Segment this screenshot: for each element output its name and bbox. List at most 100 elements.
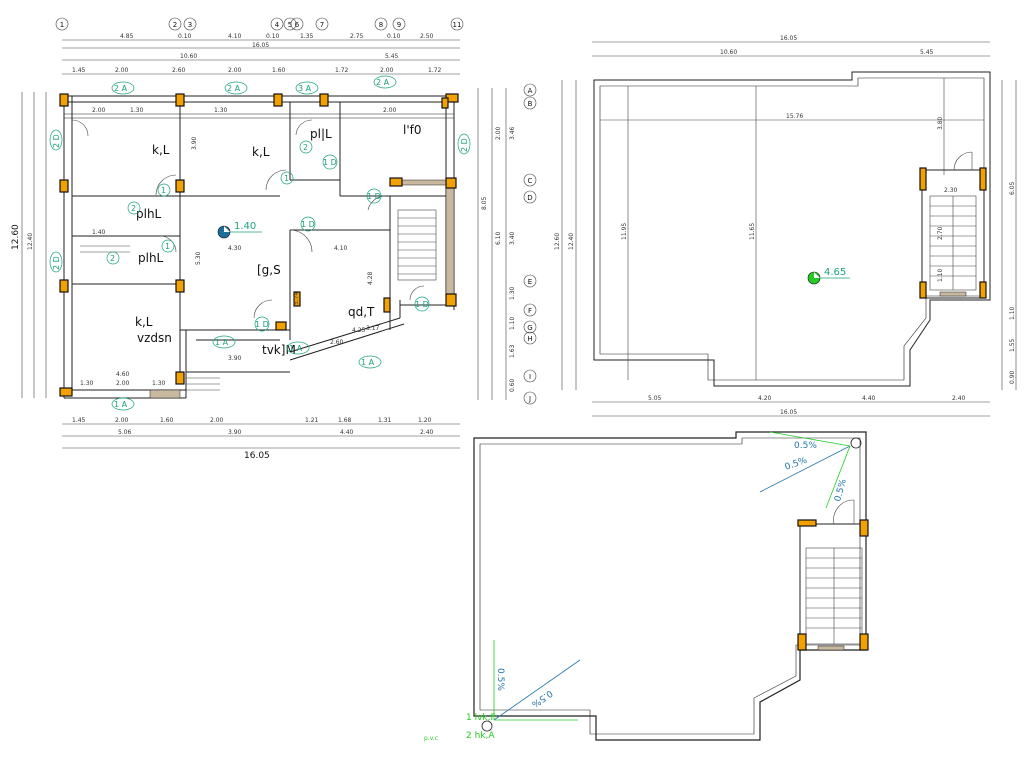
bottom-dimension-lines: 1.45 2.00 1.60 2.00 1.21 1.68 1.31 1.20 … bbox=[62, 417, 460, 461]
grid-column-bubbles: 1 2 3 4 5 6 7 8 9 11 bbox=[55, 17, 464, 31]
inner-dim-11: 5.74 bbox=[293, 291, 300, 305]
slope-label-2: 0.5% bbox=[784, 455, 809, 472]
dim-top-1: 4.85 bbox=[120, 33, 134, 40]
pipe-label-2: 2 hk,A bbox=[466, 731, 495, 741]
inner-dim-6: 3.90 bbox=[191, 136, 198, 150]
tag-6: 1 A bbox=[215, 338, 229, 347]
room-label-3: pl|L bbox=[310, 127, 332, 141]
dim-right-8: 1.63 bbox=[509, 344, 516, 358]
grid-row-bubbles: A B C D E F G H I J 2.00 3.46 8.05 6.10 … bbox=[477, 83, 537, 405]
room-label-6: plhL bbox=[138, 251, 164, 265]
dim-bottom-5: 1.21 bbox=[305, 417, 319, 424]
left-dimension-lines: 12.60 12.40 bbox=[11, 92, 47, 398]
dim-right-5: 3.40 bbox=[509, 231, 516, 245]
dim-bottom-3: 1.60 bbox=[160, 417, 174, 424]
roof-dim-right-1: 1.10 bbox=[1009, 306, 1016, 320]
tag-8: 1 A bbox=[289, 344, 303, 353]
grid-bubble-B: B bbox=[528, 100, 533, 108]
dim-bottom-2: 2.00 bbox=[115, 417, 129, 424]
grid-bubble-8: 8 bbox=[379, 21, 383, 29]
roof-inner-h-5: 1.10 bbox=[937, 268, 944, 282]
roof-dim-top-sub1: 10.60 bbox=[720, 49, 737, 56]
grid-bubble-C: C bbox=[528, 177, 533, 185]
roof-dim-bottom-1: 5.05 bbox=[648, 395, 662, 402]
inner-dim-9: 4.10 bbox=[334, 245, 348, 252]
inner-dim-18: 2.00 bbox=[116, 380, 130, 387]
ground-floor-plan: 1 2 3 4 5 6 7 8 9 11 4.85 0.10 4.10 0.10… bbox=[11, 17, 537, 461]
dim-top-4: 0.10 bbox=[266, 33, 280, 40]
grid-bubble-11: 11 bbox=[453, 21, 462, 29]
room-label-7: [g,S bbox=[257, 263, 281, 277]
window-door-tags: 2 A 2 A 3 A 2 A 1 A 1 A 1 A 1 A 2 1 2 1 … bbox=[49, 75, 471, 411]
grid-bubble-9: 9 bbox=[397, 21, 401, 29]
roof-dim-left-total: 12.60 bbox=[554, 233, 561, 250]
tag-10: 1 bbox=[284, 174, 289, 183]
ground-columns bbox=[59, 93, 459, 397]
roof-dim-right-2: 1.55 bbox=[1009, 338, 1016, 352]
dim-top-3: 4.10 bbox=[228, 33, 242, 40]
roof-level-value: 4.65 bbox=[824, 267, 846, 278]
dim-right-1: 2.00 bbox=[495, 126, 502, 140]
dim-bottom-1: 1.45 bbox=[72, 417, 86, 424]
dim-bottom-total: 16.05 bbox=[244, 451, 270, 461]
grid-bubble-6: 6 bbox=[295, 21, 300, 29]
slope-label-1: 0.5% bbox=[794, 441, 817, 451]
tag-21: 2 D bbox=[52, 256, 61, 270]
dim-top-r3-7: 2.00 bbox=[380, 67, 394, 74]
roof-plan: 16.05 10.60 5.45 12.60 12.40 6.05 1.10 1… bbox=[554, 35, 1017, 417]
inner-dim-7: 4.30 bbox=[228, 245, 242, 252]
tag-18: 1 D bbox=[367, 192, 381, 201]
inner-dim-14: 3.17 bbox=[366, 325, 380, 332]
ground-walls bbox=[63, 95, 455, 399]
tag-20: 2 D bbox=[52, 134, 61, 148]
ground-staircase bbox=[186, 209, 437, 391]
dim-bottom-r2-1: 5.06 bbox=[118, 429, 132, 436]
roof-inner-h-2: 11.65 bbox=[749, 223, 756, 240]
slope-label-3: 0.5% bbox=[833, 478, 849, 503]
grid-bubble-4: 4 bbox=[275, 21, 280, 29]
dim-top-5: 1.35 bbox=[300, 33, 314, 40]
dim-right-6: 1.30 bbox=[509, 286, 516, 300]
top-dimension-lines: 4.85 0.10 4.10 0.10 1.35 2.75 0.10 2.50 … bbox=[62, 33, 460, 75]
terrace-drainage-plan: 0.5% 0.5% 0.5% 0.5% 0.5% 1 lvk,F 2 hk,A … bbox=[424, 431, 869, 742]
roof-dim-bottom-2: 4.20 bbox=[758, 395, 772, 402]
dim-bottom-4: 2.00 bbox=[210, 417, 224, 424]
room-label-1: k,L bbox=[152, 143, 170, 157]
tag-1: 2 A bbox=[114, 84, 128, 93]
dim-right-2: 3.46 bbox=[509, 126, 516, 140]
roof-dim-bottom-total: 16.05 bbox=[780, 409, 797, 416]
dim-top-r3-2: 2.00 bbox=[115, 67, 129, 74]
grid-bubble-3: 3 bbox=[188, 21, 192, 29]
room-label-9: vzdsn bbox=[137, 331, 172, 345]
roof-dim-right-3: 0.90 bbox=[1009, 370, 1016, 384]
roof-dim-top-total: 16.05 bbox=[780, 35, 797, 42]
dim-top-sub2: 5.45 bbox=[385, 53, 399, 60]
roof-dim-right-total: 6.05 bbox=[1009, 181, 1016, 195]
level-marker-roof: 4.65 bbox=[807, 267, 850, 285]
dim-top-total: 16.05 bbox=[252, 42, 269, 49]
ground-level-value: 1.40 bbox=[234, 221, 256, 232]
room-label-2: k,L bbox=[252, 145, 270, 159]
room-label-5: plhL bbox=[136, 207, 162, 221]
grid-bubble-7: 7 bbox=[320, 21, 324, 29]
tag-4: 2 A bbox=[376, 78, 390, 87]
room-label-10: qd,T bbox=[348, 305, 375, 319]
inner-dim-19: 1.30 bbox=[152, 380, 166, 387]
dim-top-r3-5: 1.60 bbox=[272, 67, 286, 74]
dim-right-4: 6.10 bbox=[495, 231, 502, 245]
dim-top-r3-6: 1.72 bbox=[335, 67, 349, 74]
grid-bubble-I: I bbox=[529, 373, 531, 381]
dim-top-r3-3: 2.60 bbox=[172, 67, 186, 74]
room-label-4: l'f0 bbox=[403, 123, 422, 137]
roof-dim-bottom-3: 4.40 bbox=[862, 395, 876, 402]
roof-dim-bottom-4: 2.40 bbox=[952, 395, 966, 402]
inner-dim-1: 2.00 bbox=[92, 107, 106, 114]
roof-stair-width: 2.30 bbox=[944, 187, 958, 194]
tag-9: 2 bbox=[303, 143, 308, 152]
room-labels: k,L k,L pl|L l'f0 plhL plhL [g,S k,L vzd… bbox=[135, 123, 422, 357]
pvc-label: p.v.c bbox=[424, 735, 438, 742]
tag-7: 1 A bbox=[361, 358, 375, 367]
inner-dim-12: 4.25 bbox=[352, 327, 366, 334]
tag-2: 2 A bbox=[227, 84, 241, 93]
